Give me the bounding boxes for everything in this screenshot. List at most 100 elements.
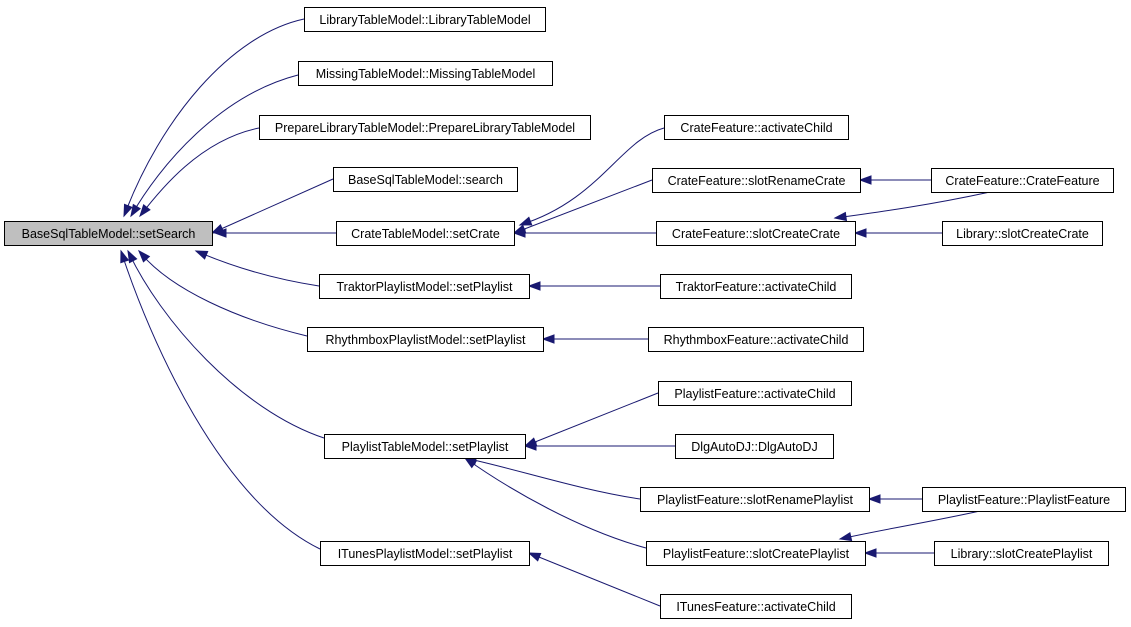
arrowhead-icon [527,281,541,291]
node-box[interactable] [675,434,834,459]
arrowhead-icon [858,175,872,185]
node-box[interactable] [660,594,852,619]
node-label: BaseSqlTableModel::setSearch [22,227,196,241]
arrowhead-icon [194,250,209,260]
caller-node[interactable]: PlaylistFeature::slotRenamePlaylist [640,487,870,512]
node-box[interactable] [664,115,849,140]
node-label: CrateFeature::slotCreateCrate [672,227,840,241]
node-box[interactable] [922,487,1126,512]
node-box[interactable] [324,434,526,459]
node-box[interactable] [648,327,864,352]
edge-c4-to-c3 [834,191,991,219]
node-box[interactable] [646,541,866,566]
node-box[interactable] [4,221,213,246]
edge-p3-to-n8 [464,457,641,500]
arrowhead-icon [463,457,478,469]
caller-node[interactable]: Library::slotCreatePlaylist [934,541,1109,566]
node-box[interactable] [931,168,1114,193]
node-box[interactable] [934,541,1109,566]
node-box[interactable] [259,115,591,140]
node-label: ITunesPlaylistModel::setPlaylist [338,547,513,561]
node-label: Library::slotCreateCrate [956,227,1089,241]
arrowhead-icon [527,552,542,562]
arrowhead-icon [523,441,537,451]
node-box[interactable] [942,221,1103,246]
caller-node[interactable]: PlaylistFeature::slotCreatePlaylist [646,541,866,566]
node-layer: BaseSqlTableModel::setSearch LibraryTable… [4,7,1126,619]
caller-node[interactable]: TraktorFeature::activateChild [660,274,852,299]
node-box[interactable] [319,274,530,299]
edge-p5-to-p4 [839,510,981,540]
caller-node[interactable]: LibraryTableModel::LibraryTableModel [304,7,546,32]
caller-node[interactable]: RhythmboxFeature::activateChild [648,327,864,352]
node-label: RhythmboxFeature::activateChild [664,333,849,347]
node-label: ITunesFeature::activateChild [676,600,835,614]
caller-node[interactable]: CrateFeature::slotCreateCrate [656,221,856,246]
caller-node[interactable]: MissingTableModel::MissingTableModel [298,61,553,86]
caller-node[interactable]: BaseSqlTableModel::search [333,167,518,192]
node-box[interactable] [660,274,852,299]
caller-node[interactable]: CrateTableModel::setCrate [336,221,515,246]
arrowhead-icon [512,228,526,238]
caller-node[interactable]: PlaylistTableModel::setPlaylist [324,434,526,459]
arrowhead-icon [213,228,227,238]
arrowhead-icon [127,249,138,264]
node-label: CrateTableModel::setCrate [351,227,500,241]
node-label: Library::slotCreatePlaylist [951,547,1093,561]
edge-n8-to-root [127,250,325,439]
caller-node[interactable]: Library::slotCreateCrate [942,221,1103,246]
edge-n2-to-root [130,74,299,217]
caller-node[interactable]: ITunesFeature::activateChild [660,594,852,619]
node-label: CrateFeature::slotRenameCrate [668,174,846,188]
node-label: PlaylistFeature::activateChild [674,387,835,401]
caller-node[interactable]: ITunesPlaylistModel::setPlaylist [320,541,530,566]
node-box[interactable] [333,167,518,192]
node-label: TraktorFeature::activateChild [676,280,837,294]
edge-n7-to-root [138,250,308,337]
arrowhead-icon [867,494,881,504]
caller-node[interactable]: PrepareLibraryTableModel::PrepareLibrary… [259,115,591,140]
node-label: CrateFeature::CrateFeature [945,174,1099,188]
arrowhead-icon [139,204,151,218]
caller-node[interactable]: PlaylistFeature::activateChild [658,381,852,406]
caller-node[interactable]: CrateFeature::CrateFeature [931,168,1114,193]
arrowhead-icon [130,203,142,218]
arrowhead-icon [853,228,867,238]
node-box[interactable] [298,61,553,86]
caller-node[interactable]: DlgAutoDJ::DlgAutoDJ [675,434,834,459]
arrowhead-icon [541,334,555,344]
node-box[interactable] [307,327,544,352]
edge-layer [120,18,991,607]
edge-p1-to-n8 [524,392,659,447]
node-label: PrepareLibraryTableModel::PrepareLibrary… [275,121,575,135]
node-box[interactable] [336,221,515,246]
edge-p4-to-n8 [464,457,647,549]
node-box[interactable] [320,541,530,566]
arrowhead-icon [838,531,853,542]
caller-node[interactable]: PlaylistFeature::PlaylistFeature [922,487,1126,512]
node-label: TraktorPlaylistModel::setPlaylist [337,280,514,294]
caller-node[interactable]: RhythmboxPlaylistModel::setPlaylist [307,327,544,352]
edge-c1-to-n5 [519,127,665,226]
arrowhead-icon [863,548,877,558]
arrowhead-icon [833,211,848,222]
arrowhead-icon [138,249,151,263]
arrowhead-icon [120,249,130,264]
node-label: PlaylistFeature::slotRenamePlaylist [657,493,853,507]
edge-n9-to-root [120,250,321,550]
node-box[interactable] [304,7,546,32]
caller-node[interactable]: TraktorPlaylistModel::setPlaylist [319,274,530,299]
node-box[interactable] [640,487,870,512]
node-label: MissingTableModel::MissingTableModel [316,67,536,81]
node-label: LibraryTableModel::LibraryTableModel [319,13,530,27]
node-label: PlaylistFeature::slotCreatePlaylist [663,547,850,561]
root-node[interactable]: BaseSqlTableModel::setSearch [4,221,213,246]
node-box[interactable] [658,381,852,406]
node-box[interactable] [652,168,861,193]
node-box[interactable] [656,221,856,246]
caller-node[interactable]: CrateFeature::slotRenameCrate [652,168,861,193]
edge-i1-to-n9 [528,552,661,607]
caller-node[interactable]: CrateFeature::activateChild [664,115,849,140]
arrowhead-icon [123,203,133,218]
